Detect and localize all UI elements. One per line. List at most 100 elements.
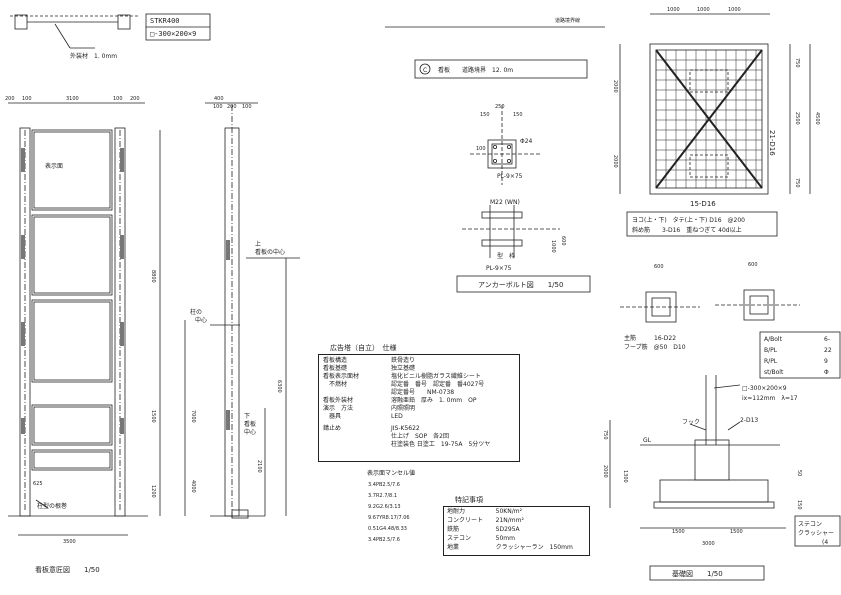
notes-value: 21N/mm² xyxy=(495,516,524,524)
munsell-value-5: 0.51G4.48/8.33 xyxy=(368,526,407,532)
footing-top-dim-1: 1000 xyxy=(667,7,680,13)
footing-right-dim-2: 2500 xyxy=(794,112,800,125)
munsell-value-6: 3.4PB2.5/7.6 xyxy=(368,537,400,543)
legend-item-3: R/PL xyxy=(764,358,778,365)
front-caption: 看板意匠図 1/50 xyxy=(35,565,100,574)
anchor-side-dim-2: 600 xyxy=(560,236,566,246)
front-dim-small: 625 xyxy=(33,481,43,487)
notes-key: ステコン xyxy=(447,534,472,542)
right-note-3: (4 xyxy=(822,539,828,546)
hook-leader xyxy=(689,423,707,431)
footing-note-box xyxy=(626,211,778,237)
col-section-1-inner xyxy=(651,297,671,317)
anchor-caption-box xyxy=(456,275,591,293)
front-width-total: 3500 xyxy=(63,539,76,545)
right-note-2: クラッシャー xyxy=(798,530,834,537)
legend-val-1: 6- xyxy=(824,336,830,343)
anchor-plate-label-2: PL-9×75 xyxy=(486,265,512,272)
side-dim-top-1: 400 xyxy=(214,96,224,102)
spec-value: 柱塗装色 日塗工 19-75A 5分ツヤ xyxy=(391,441,491,448)
spec-key xyxy=(323,389,391,397)
foundation-dim-left-4: 150 xyxy=(796,500,802,510)
col-section-2 xyxy=(743,289,775,321)
front-panel-5-inner xyxy=(33,451,111,469)
notes-title: 特記事項 xyxy=(455,495,483,504)
front-panel-3 xyxy=(31,299,113,383)
front-panel-2 xyxy=(31,214,113,296)
spec-row: 演示 方法内照照明 xyxy=(323,405,515,413)
right-note-frame xyxy=(794,515,841,547)
anchor-plate-label: PL-9×75 xyxy=(497,173,523,180)
hatching xyxy=(21,148,230,434)
col-hoop: フープ筋 @50 D10 xyxy=(624,343,686,351)
spec-key: 看板表示面材 xyxy=(323,373,360,380)
right-note-1: ステコン xyxy=(798,521,822,528)
footing-plan-outline xyxy=(649,43,769,195)
spec-key: 看板基礎 xyxy=(323,365,348,372)
footing-right-dim-3: 4500 xyxy=(814,112,820,125)
anchor-phi: Φ24 xyxy=(520,138,533,145)
footing-bottom-label: 15-D16 xyxy=(690,200,716,208)
spec-key: 演示 方法 xyxy=(323,405,354,412)
legend-val-4: Φ xyxy=(824,369,829,376)
front-dim-top-5: 200 xyxy=(130,96,140,102)
col-dim-2: 600 xyxy=(748,262,758,268)
spec-key: 器具 xyxy=(323,413,342,420)
lower-center-label-3: 中心 xyxy=(244,428,256,436)
side-dim-top-2: 100 xyxy=(213,104,223,110)
front-height-lower-2: 1200 xyxy=(150,485,156,498)
material-size: □-300×200×9 xyxy=(150,30,196,38)
notes-key: 鉄筋 xyxy=(447,525,460,533)
anchor-dim-3: 150 xyxy=(513,112,523,118)
munsell-value-1: 3.4PB2.5/7.6 xyxy=(368,482,400,488)
gl-label: GL xyxy=(643,437,652,444)
marker-letter: C xyxy=(423,67,427,74)
base-note: 柱型の根巻 xyxy=(37,502,67,510)
notes-key: 地業 xyxy=(447,543,460,551)
notes-key: 地耐力 xyxy=(447,507,466,515)
front-panel-2-inner xyxy=(33,216,111,294)
upper-center-label-1: 上 xyxy=(255,240,261,248)
anchor-bolt-2 xyxy=(506,144,511,149)
spec-title: 広告塔（自立） 仕様 xyxy=(330,343,397,352)
anchor-section-bottom-plate xyxy=(481,239,523,247)
cladding-note: 外装材 1. 0mm xyxy=(70,52,117,60)
spec-value: 認定番号 NM-0738 xyxy=(391,389,455,396)
ix-label: ix=112mm λ=17 xyxy=(742,395,798,402)
steel-label-leader xyxy=(713,384,741,389)
spec-box: 看板構造鉄骨造り 看板基礎独立基礎 看板表示面材塩化ビニル樹脂ガラス繊維シート … xyxy=(318,354,520,462)
anchor-side-dim-1: 1000 xyxy=(550,240,556,253)
foundation-base xyxy=(653,501,775,509)
anchor-dim-1: 150 xyxy=(480,112,490,118)
sign-note-box xyxy=(414,59,588,79)
steel-end-left xyxy=(14,14,28,30)
front-panel-1 xyxy=(31,129,113,211)
side-dim-right-3: 7000 xyxy=(190,410,196,423)
spec-row: 柱塗装色 日塗工 19-75A 5分ツヤ xyxy=(323,441,515,449)
front-dim-top-1: 200 xyxy=(5,96,15,102)
front-height-total: 8800 xyxy=(150,270,156,283)
road-boundary-label: 道路境界線 xyxy=(555,17,580,24)
munsell-title: 表示面マンセル値 xyxy=(367,469,415,477)
pillar-center-label-2: 中心 xyxy=(195,316,207,324)
foundation-footing xyxy=(659,479,769,503)
anchor-bolt-4 xyxy=(506,158,511,163)
side-dim-right-4: 4000 xyxy=(190,480,196,493)
front-dim-top-2: 100 xyxy=(22,96,32,102)
footing-note-2: 斜め筋 3-D16 重ねつぎて 40d以上 xyxy=(632,226,742,234)
spec-key xyxy=(323,433,391,441)
footing-right-dim-1: 750 xyxy=(794,58,800,68)
munsell-value-4: 9.67YR8.17/7.06 xyxy=(368,515,410,521)
anchor-bolt-3 xyxy=(492,158,497,163)
spec-key: 看板外装材 xyxy=(323,397,354,404)
spec-key xyxy=(323,441,391,449)
steel-label: □-300×200×9 xyxy=(742,385,787,392)
anchor-caption: アンカーボルト図 1/50 xyxy=(478,281,563,289)
front-panel-5 xyxy=(31,449,113,471)
anchor-mold-label: 型 枠 xyxy=(497,252,515,260)
